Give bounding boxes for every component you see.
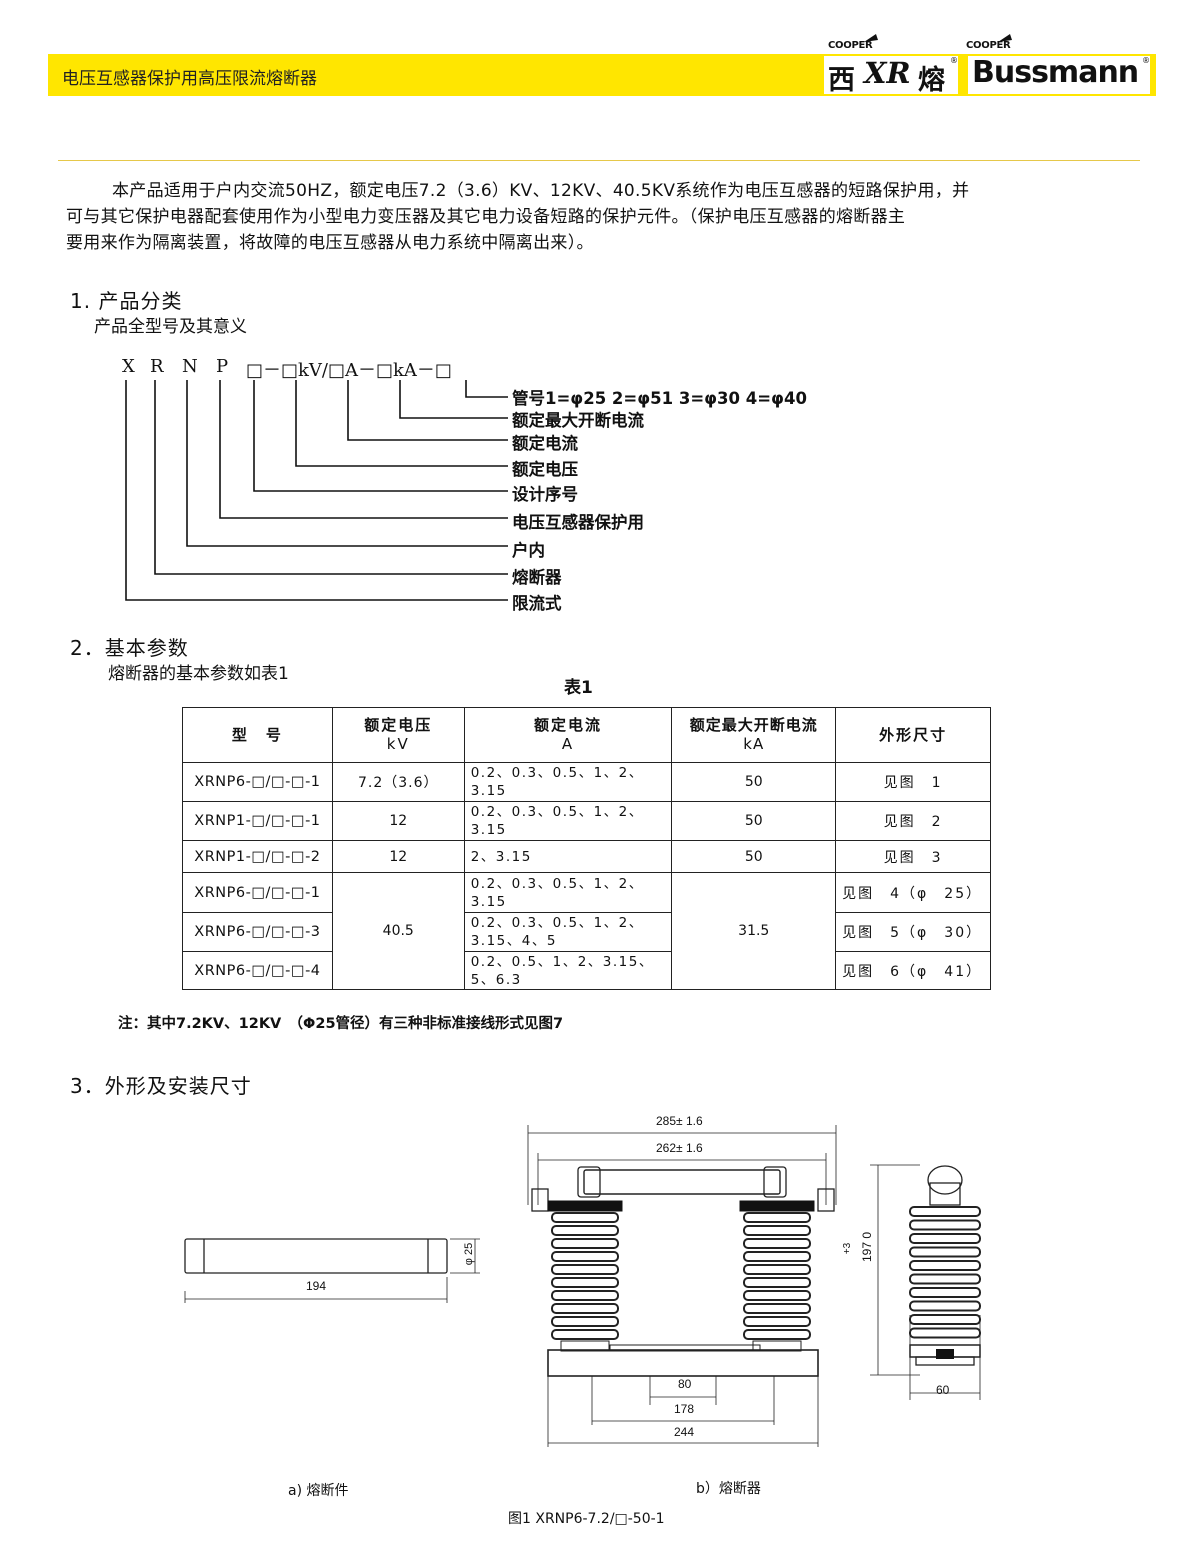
desc-fuse: 熔断器 [512, 568, 562, 587]
logo-panel [824, 56, 958, 94]
cooper-flag-icon-2 [998, 34, 1012, 42]
desc-current-limiting: 限流式 [512, 594, 562, 613]
table-note: 注：其中7.2KV、12KV （Φ25管径）有三种非标准接线形式见图7 [118, 1016, 564, 1032]
intro-line-1: 本产品适用于户内交流50HZ，额定电压7.2（3.6）KV、12KV、40.5K… [112, 181, 970, 201]
logo-cn-right: 熔 [918, 65, 945, 96]
code-letter-r: R [150, 356, 165, 377]
section-1-heading: 1. 产品分类 [70, 289, 183, 313]
desc-pt-protection: 电压互感器保护用 [512, 513, 644, 532]
section-3-heading: 3．外形及安装尺寸 [70, 1074, 252, 1098]
logo-panel-2 [968, 56, 1150, 94]
model-code-diagram [125, 380, 508, 601]
desc-rated-voltage: 额定电压 [512, 460, 578, 479]
section-2-heading: 2．基本参数 [70, 636, 189, 660]
dim-overall-width: 285± 1.6 [656, 1114, 703, 1128]
cell-dimension: 见图 5（φ 30） [835, 912, 991, 952]
cooper-label-2: COOPER [966, 40, 1011, 51]
code-suffix: □－□kV/□A－□kA－□ [246, 360, 452, 381]
insulator-side [909, 1206, 981, 1339]
cell-model: XRNP6-□/□-□-1 [182, 872, 333, 913]
desc-indoor: 户内 [512, 541, 545, 560]
desc-rated-current: 额定电流 [512, 434, 578, 453]
section-2-subheading: 熔断器的基本参数如表1 [108, 664, 289, 684]
cooper-flag-icon [864, 34, 878, 42]
col-header-model: 型 号 [182, 707, 333, 763]
insulator-right [743, 1212, 811, 1352]
divider [58, 160, 1140, 161]
cell-dimension: 见图 4（φ 25） [835, 872, 991, 913]
cell-dimension: 见图 1 [835, 762, 991, 802]
xr-fuse-logo: COOPER 西 XR 熔 ® [822, 34, 960, 96]
table-row: XRNP6-□/□-□-1 40.5 0.2、0.3、0.5、1、2、3.15 … [182, 872, 991, 990]
cell-voltage: 40.5 [331, 872, 465, 990]
insulator-left [551, 1212, 619, 1352]
cell-voltage: 7.2（3.6） [331, 762, 465, 802]
code-letter-p: P [216, 356, 230, 377]
cell-dimension: 见图 2 [835, 801, 991, 841]
dim-side-width: 60 [936, 1383, 950, 1397]
dim-mounting: 178 [674, 1402, 695, 1416]
fuse-link-drawing [184, 1238, 480, 1303]
cell-breaking: 50 [671, 801, 837, 841]
desc-tube: 管号1=φ25 2=φ51 3=φ30 4=φ40 [512, 389, 807, 408]
desc-design-number: 设计序号 [512, 485, 578, 504]
dim-fuse-length: 194 [306, 1279, 327, 1293]
cell-breaking: 50 [671, 840, 837, 873]
dim-base-length: 244 [674, 1425, 695, 1439]
desc-breaking-current: 额定最大开断电流 [512, 411, 644, 430]
cell-model: XRNP6-□/□-□-4 [182, 951, 333, 990]
intro-line-3: 要用来作为隔离装置，将故障的电压互感器从电力系统中隔离出来）。 [66, 233, 594, 253]
dim-inner-width: 262± 1.6 [656, 1141, 703, 1155]
cell-voltage: 12 [331, 801, 465, 841]
cell-model: XRNP6-□/□-□-3 [182, 912, 333, 952]
caption-fuse-link: a) 熔断件 [288, 1483, 349, 1499]
cell-model: XRNP1-□/□-□-1 [182, 801, 333, 841]
caption-fuse: b）熔断器 [696, 1481, 761, 1497]
code-letter-x: X [122, 356, 136, 377]
cell-current: 0.2、0.3、0.5、1、2、3.15 [463, 762, 673, 802]
cell-dimension: 见图 6（φ 41） [835, 951, 991, 990]
cell-breaking: 50 [671, 762, 837, 802]
cell-dimension: 见图 3 [835, 840, 991, 873]
intro-line-2: 可与其它保护电器配套使用作为小型电力变压器及其它电力设备短路的保护元件。（保护电… [66, 207, 906, 227]
section-1-subheading: 产品全型号及其意义 [94, 317, 247, 337]
table-caption: 表1 [564, 678, 593, 698]
logo-reg-2: ® [1142, 56, 1150, 65]
cell-current: 0.2、0.5、1、2、3.15、5、6.3 [463, 951, 673, 990]
logo-cn-left: 西 [828, 65, 855, 96]
table-row: XRNP1-□/□-□-1 12 0.2、0.3、0.5、1、2、3.15 50… [182, 801, 991, 841]
cell-breaking: 31.5 [671, 872, 837, 990]
logo-reg: ® [950, 56, 958, 65]
code-letter-n: N [182, 356, 199, 377]
bussmann-logo: COOPER Bussmann ® [964, 34, 1156, 96]
dim-height: 197 0 [860, 1231, 875, 1263]
dim-height-tolerance: +3 [842, 1242, 854, 1255]
cell-current: 2、3.15 [463, 840, 673, 873]
figure-caption: 图1 XRNP6-7.2/□-50-1 [508, 1511, 665, 1527]
cell-current: 0.2、0.3、0.5、1、2、3.15、4、5 [463, 912, 673, 952]
dim-fuse-diameter: φ 25 [463, 1242, 476, 1266]
cell-voltage: 12 [331, 840, 465, 873]
fuse-assembly-drawing [527, 1125, 837, 1447]
fuse-side-view-drawing [870, 1164, 981, 1400]
cell-model: XRNP6-□/□-□-1 [182, 762, 333, 802]
col-header-dimensions: 外形尺寸 [835, 707, 991, 763]
dim-base-hole: 80 [678, 1377, 692, 1391]
table-row: XRNP6-□/□-□-3 0.2、0.3、0.5、1、2、3.15、4、5 见… [182, 912, 991, 952]
table-row: XRNP6-□/□-□-4 0.2、0.5、1、2、3.15、5、6.3 见图 … [182, 951, 991, 990]
table-row: XRNP6-□/□-□-1 7.2（3.6） 0.2、0.3、0.5、1、2、3… [182, 762, 991, 802]
cooper-label: COOPER [828, 40, 873, 51]
cell-model: XRNP1-□/□-□-2 [182, 840, 333, 873]
cell-current: 0.2、0.3、0.5、1、2、3.15 [463, 872, 673, 913]
page-title: 电压互感器保护用高压限流熔断器 [62, 69, 317, 89]
logo-xr: XR [864, 56, 911, 90]
cell-current: 0.2、0.3、0.5、1、2、3.15 [463, 801, 673, 841]
table-row: XRNP1-□/□-□-2 12 2、3.15 50 见图 3 [182, 840, 991, 873]
bussmann-wordmark: Bussmann [972, 55, 1139, 90]
